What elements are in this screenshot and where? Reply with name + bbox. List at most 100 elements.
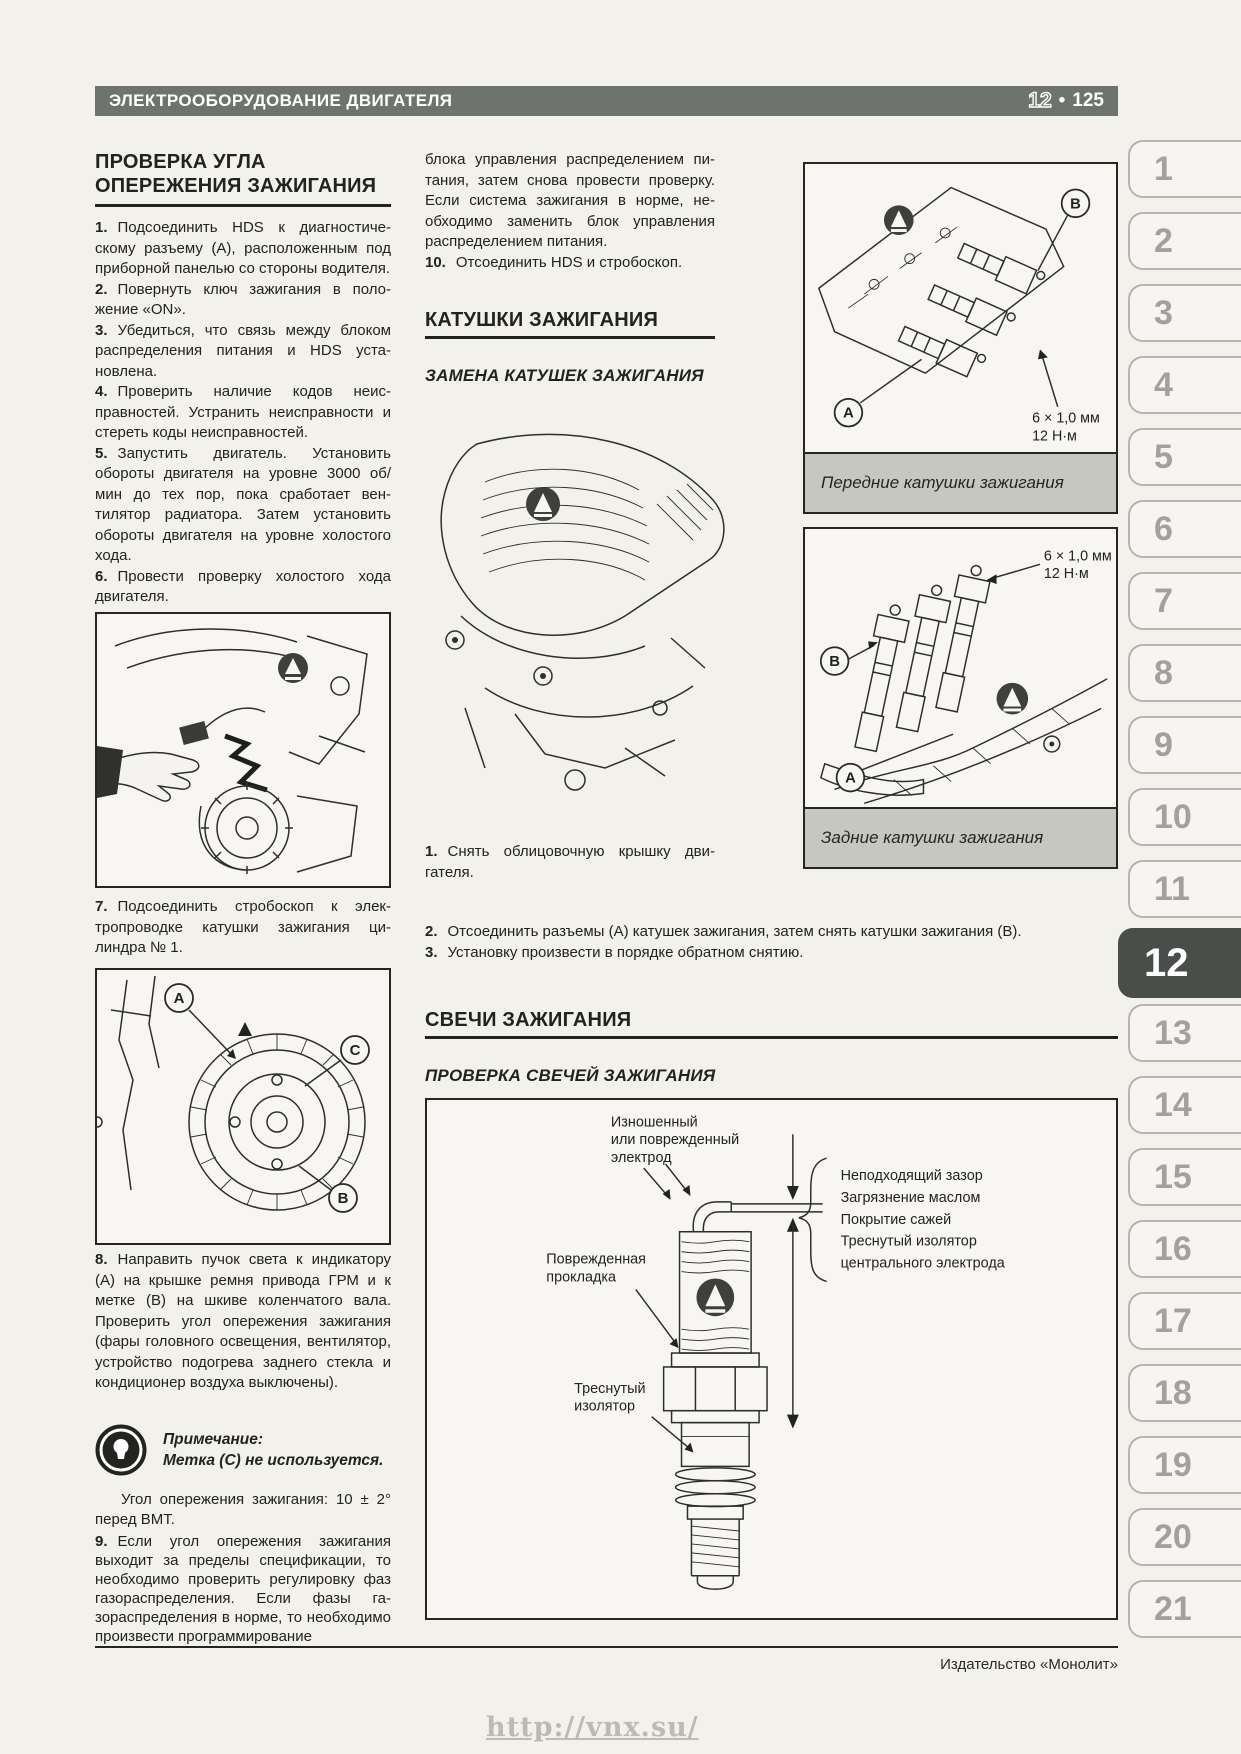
coil-step-1: 1.Снять облицовочную крышку дви­гателя.: [425, 843, 715, 881]
timing-steps-1-6: 1.Подсоединить HDS к диагностиче­скому р…: [95, 218, 391, 608]
gap-dimension-line: [786, 1134, 799, 1429]
sidebar-tab-14: 14: [1128, 1076, 1241, 1134]
svg-text:Изношенный: Изношенный: [611, 1114, 698, 1130]
spark-plug-drawing: Изношенный или поврежденный электрод: [546, 1114, 1006, 1590]
chapter-number: 12: [1028, 88, 1053, 112]
header-bar: ЭЛЕКТРООБОРУДОВАНИЕ ДВИГАТЕЛЯ 12 • 125: [95, 86, 1118, 116]
coils-subheading: ЗАМЕНА КАТУШЕК ЗАЖИГАНИЯ: [425, 366, 704, 385]
sidebar-tab-10: 10: [1128, 788, 1241, 846]
step-1: 1.Подсоединить HDS к диагностиче­скому р…: [95, 219, 391, 277]
crank-pulley-drawing: A C B: [97, 975, 370, 1213]
sidebar-tab-16: 16: [1128, 1220, 1241, 1278]
torque-callout: 6 × 1,0 мм 12 Н·м: [1032, 349, 1100, 444]
step-2: 2.Повернуть ключ зажигания в поло­жение …: [95, 280, 391, 319]
timing-spec: Угол опережения зажигания: 10 ± 2° перед…: [95, 1491, 391, 1528]
ignition-coil: [854, 604, 910, 753]
step-7-block: 7.Подсоединить стробоскоп к элек­тропров…: [95, 897, 391, 959]
note-body: Метка (С) не используется.: [163, 1452, 384, 1469]
coil-step-1-block: 1.Снять облицовочную крышку дви­гателя.: [425, 842, 715, 883]
step-9: 9.Если угол опережения зажигания выходит…: [95, 1533, 391, 1645]
svg-text:изолятор: изолятор: [574, 1399, 635, 1415]
cracked-insulator-label: Треснутый изолятор: [574, 1381, 694, 1453]
hand-shape: [97, 751, 200, 802]
brand-emblem-icon: [526, 487, 560, 521]
note-block: Примечание: Метка (С) не используется.: [95, 1424, 391, 1476]
sidebar-tab-21: 21: [1128, 1580, 1241, 1638]
sidebar-tab-9: 9: [1128, 716, 1241, 774]
step-6: 6.Провести проверку холостого хода двига…: [95, 567, 391, 606]
rear-coils-caption: Задние катушки зажигания: [805, 807, 1116, 867]
figure-engine-cover: [425, 408, 740, 828]
svg-text:B: B: [1070, 196, 1081, 212]
sidebar-tab-3: 3: [1128, 284, 1241, 342]
step-3: 3.Убедиться, что связь между блоком расп…: [95, 321, 391, 380]
coils-heading-rule: [425, 336, 715, 339]
sidebar-tab-15: 15: [1128, 1148, 1241, 1206]
svg-text:электрод: электрод: [611, 1150, 672, 1166]
continuation-paragraph: блока управления распределением пи­тания…: [425, 151, 715, 250]
svg-text:центрального электрода: центрального электрода: [841, 1256, 1006, 1272]
heading-rule: [95, 204, 391, 207]
ignition-coil: [956, 242, 1046, 295]
step-5: 5.Запустить двигатель. Установить оборот…: [95, 444, 391, 565]
coil-step-2: 2.Отсоединить разъемы (А) катушек зажига…: [425, 923, 1022, 940]
figure-front-coils: A B 6 × 1,0 мм 12 Н·м Передние катушки з…: [803, 162, 1118, 514]
svg-text:или поврежденный: или поврежденный: [611, 1132, 739, 1148]
sidebar-tab-20: 20: [1128, 1508, 1241, 1566]
sidebar-tab-7: 7: [1128, 572, 1241, 630]
svg-text:C: C: [350, 1042, 361, 1059]
sleeve-shape: [97, 746, 123, 798]
step-7: 7.Подсоединить стробоскоп к элек­тропров…: [95, 898, 391, 956]
ignition-coil: [895, 584, 952, 733]
front-coils-caption: Передние катушки зажигания: [805, 452, 1116, 512]
svg-text:Загрязнение маслом: Загрязнение маслом: [841, 1190, 981, 1206]
gap-conditions-label: Неподходящий зазор Загрязнение маслом По…: [798, 1157, 1006, 1283]
note-lightbulb-icon: [95, 1424, 147, 1476]
svg-text:Поврежденная: Поврежденная: [546, 1252, 646, 1268]
worn-electrode-label: Изношенный или поврежденный электрод: [611, 1114, 739, 1200]
svg-text:Покрытие сажей: Покрытие сажей: [841, 1212, 952, 1228]
timing-section-heading: ПРОВЕРКА УГЛА ОПЕРЕЖЕНИЯ ЗАЖИГАНИЯ: [95, 151, 377, 197]
ignition-coil: [897, 325, 987, 378]
svg-text:Неподходящий зазор: Неподходящий зазор: [841, 1168, 983, 1184]
engine-cover-drawing: [440, 433, 725, 791]
plugs-subheading: ПРОВЕРКА СВЕЧЕЙ ЗАЖИГАНИЯ: [425, 1066, 716, 1085]
brand-emblem-icon: [996, 682, 1029, 715]
step-8-block: 8.Направить пучок света к индикато­ру (А…: [95, 1250, 391, 1394]
svg-text:B: B: [338, 1190, 349, 1207]
page-number-bullet: •: [1058, 90, 1066, 111]
coil-steps-2-3-block: 2.Отсоединить разъемы (А) катушек зажига…: [425, 922, 1118, 963]
plugs-section-heading: СВЕЧИ ЗАЖИГАНИЯ: [425, 1009, 632, 1031]
rear-coils-drawing: 6 × 1,0 мм 12 Н·м B A: [819, 548, 1112, 804]
sidebar-tab-13: 13: [1128, 1004, 1241, 1062]
step-8: 8.Направить пучок света к индикато­ру (А…: [95, 1251, 391, 1391]
callout-a: A: [835, 733, 954, 793]
page-title: ЭЛЕКТРООБОРУДОВАНИЕ ДВИГАТЕЛЯ: [109, 91, 453, 110]
sidebar-tab-19: 19: [1128, 1436, 1241, 1494]
svg-text:Треснутый: Треснутый: [574, 1381, 645, 1397]
footer-rule: [95, 1646, 1118, 1648]
svg-text:12 Н·м: 12 Н·м: [1032, 428, 1077, 444]
strobe-hookup-drawing: [97, 628, 368, 874]
step-9-block: 9.Если угол опережения зажигания выходит…: [95, 1532, 391, 1646]
plugs-heading-rule: [425, 1036, 1118, 1039]
step-4: 4.Проверить наличие кодов неис­правносте…: [95, 383, 391, 441]
publisher-credit: Издательство «Монолит»: [940, 1656, 1118, 1673]
callout-c: C: [304, 1035, 370, 1087]
svg-text:Треснутый изолятор: Треснутый изолятор: [841, 1234, 977, 1250]
svg-text:A: A: [845, 771, 856, 787]
sidebar-tab-8: 8: [1128, 644, 1241, 702]
spark-plug-body: [662, 1230, 768, 1590]
watermark-url: http://vnx.su/: [486, 1712, 699, 1743]
sidebar-tab-2: 2: [1128, 212, 1241, 270]
page-number-value: 125: [1072, 90, 1104, 111]
callout-b: B: [298, 1165, 358, 1213]
figure-rear-coils: 6 × 1,0 мм 12 Н·м B A Задние катушки заж…: [803, 527, 1118, 869]
timing-mark-arrow: [238, 1022, 252, 1036]
timing-continuation-block: блока управления распределением пи­тания…: [425, 150, 715, 273]
svg-text:прокладка: прокладка: [546, 1269, 617, 1285]
page-number: 12 • 125: [1028, 88, 1104, 113]
sidebar-tab-11: 11: [1128, 860, 1241, 918]
svg-text:A: A: [843, 406, 854, 422]
